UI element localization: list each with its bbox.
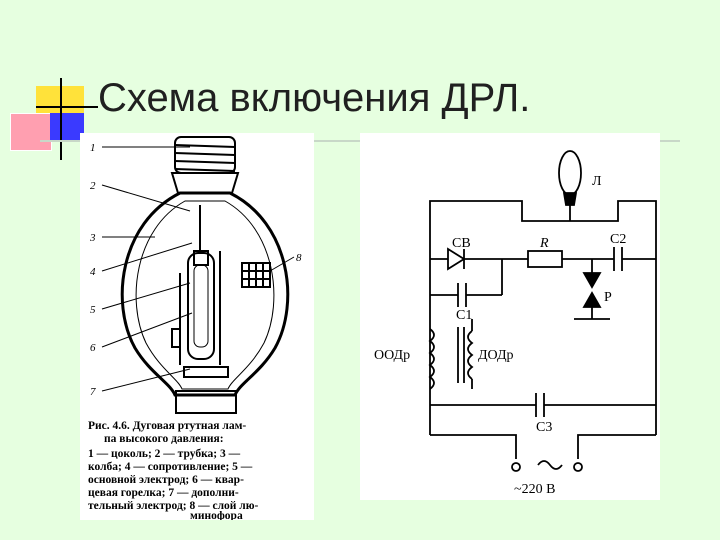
lamp-number-5: 5: [90, 304, 96, 316]
caption-line-1: Рис. 4.6. Дуговая ртутная лам-: [88, 420, 246, 432]
label-cap3: С3: [536, 420, 552, 435]
label-supply: ~220 В: [514, 482, 555, 497]
label-rectifier: СВ: [452, 236, 471, 251]
caption-line-3: 1 — цоколь; 2 — трубка; 3 —: [88, 448, 241, 460]
label-resistor: R: [539, 236, 549, 251]
lamp-number-1: 1: [90, 142, 96, 154]
label-cap2: С2: [610, 232, 626, 247]
lamp-drawing: 1 2 3 4 5 6 7 8 Рис. 4.6. Дуговая ртутна…: [88, 136, 302, 522]
caption-line-6: цевая горелка; 7 — дополни-: [88, 487, 239, 499]
lamp-number-2: 2: [90, 180, 96, 192]
caption-line-8: минофора: [190, 510, 243, 520]
caption-line-5: основной электрод; 6 — квар-: [88, 474, 244, 486]
lamp-number-8: 8: [296, 252, 302, 264]
circuit-diagram: Л СВ R С2 С1 Р ООДр ДОДр С3 ~220 В: [374, 150, 657, 497]
caption-line-7: тельный электрод; 8 — слой лю-: [88, 500, 259, 512]
label-ood: ООДр: [374, 348, 410, 363]
circuit-panel: Л СВ R С2 С1 Р ООДр ДОДр С3 ~220 В: [360, 133, 660, 500]
caption-line-4: колба; 4 — сопротивление; 5 —: [88, 461, 253, 473]
label-spark: Р: [604, 290, 612, 305]
slide-title: Схема включения ДРЛ.: [98, 76, 531, 120]
lamp-number-4: 4: [90, 266, 96, 278]
deco-blue-square: [50, 113, 84, 141]
label-lamp: Л: [592, 174, 602, 189]
lamp-number-6: 6: [90, 342, 96, 354]
label-cap1: С1: [456, 308, 472, 323]
label-dod: ДОДр: [478, 348, 514, 363]
caption-line-2: па высокого давления:: [104, 433, 224, 445]
lamp-number-3: 3: [89, 232, 96, 244]
lamp-number-7: 7: [90, 386, 96, 398]
deco-pink-square: [10, 113, 52, 151]
lamp-figure-panel: 1 2 3 4 5 6 7 8 Рис. 4.6. Дуговая ртутна…: [80, 133, 314, 522]
deco-horizontal-line: [36, 106, 98, 108]
deco-vertical-line: [60, 78, 62, 160]
